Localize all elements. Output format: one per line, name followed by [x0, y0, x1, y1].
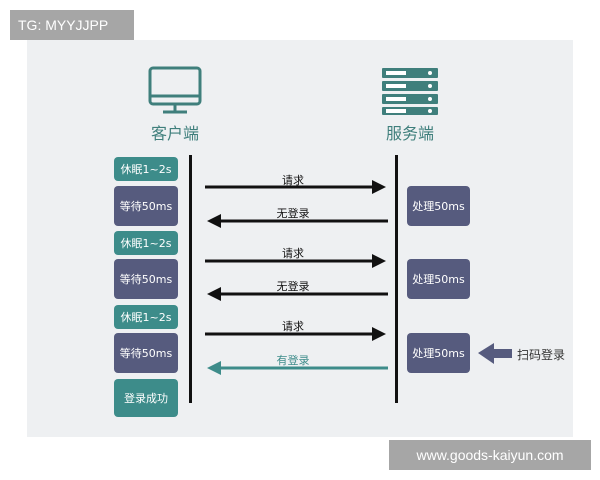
- server-box-process-1: 处理50ms: [407, 186, 470, 226]
- arrow-left-icon: [478, 343, 512, 364]
- message-label-6: 有登录: [276, 354, 310, 367]
- client-box-login-success: 登录成功: [114, 379, 178, 417]
- watermark-bottom-right: www.goods-kaiyun.com: [389, 440, 591, 470]
- message-arrow-3: [205, 254, 386, 268]
- client-label: 客户端: [150, 124, 199, 143]
- watermark-top-left: TG: MYYJJPP: [10, 10, 134, 40]
- message-arrow-6: [207, 361, 388, 375]
- server-rack-icon: [382, 68, 438, 115]
- message-arrow-5: [205, 327, 386, 341]
- message-label-3: 请求: [282, 247, 304, 260]
- client-box-wait-3: 等待50ms: [114, 333, 178, 373]
- server-lifeline: [395, 155, 398, 403]
- message-label-2: 无登录: [276, 207, 310, 220]
- client-box-sleep-2: 休眠1~2s: [114, 231, 178, 255]
- client-lifeline: [189, 155, 192, 403]
- message-label-5: 请求: [282, 320, 304, 333]
- server-label: 服务端: [385, 124, 434, 143]
- message-arrow-4: [207, 287, 388, 301]
- message-label-1: 请求: [282, 174, 304, 187]
- server-box-process-3: 处理50ms: [407, 333, 470, 373]
- monitor-icon: [148, 66, 202, 114]
- scan-login-label: 扫码登录: [517, 348, 566, 362]
- client-box-sleep-3: 休眠1~2s: [114, 305, 178, 329]
- message-arrow-1: [205, 180, 386, 194]
- client-box-sleep-1: 休眠1~2s: [114, 157, 178, 181]
- message-label-4: 无登录: [276, 280, 310, 293]
- server-box-process-2: 处理50ms: [407, 259, 470, 299]
- client-box-wait-1: 等待50ms: [114, 186, 178, 226]
- message-arrow-2: [207, 214, 388, 228]
- client-box-wait-2: 等待50ms: [114, 259, 178, 299]
